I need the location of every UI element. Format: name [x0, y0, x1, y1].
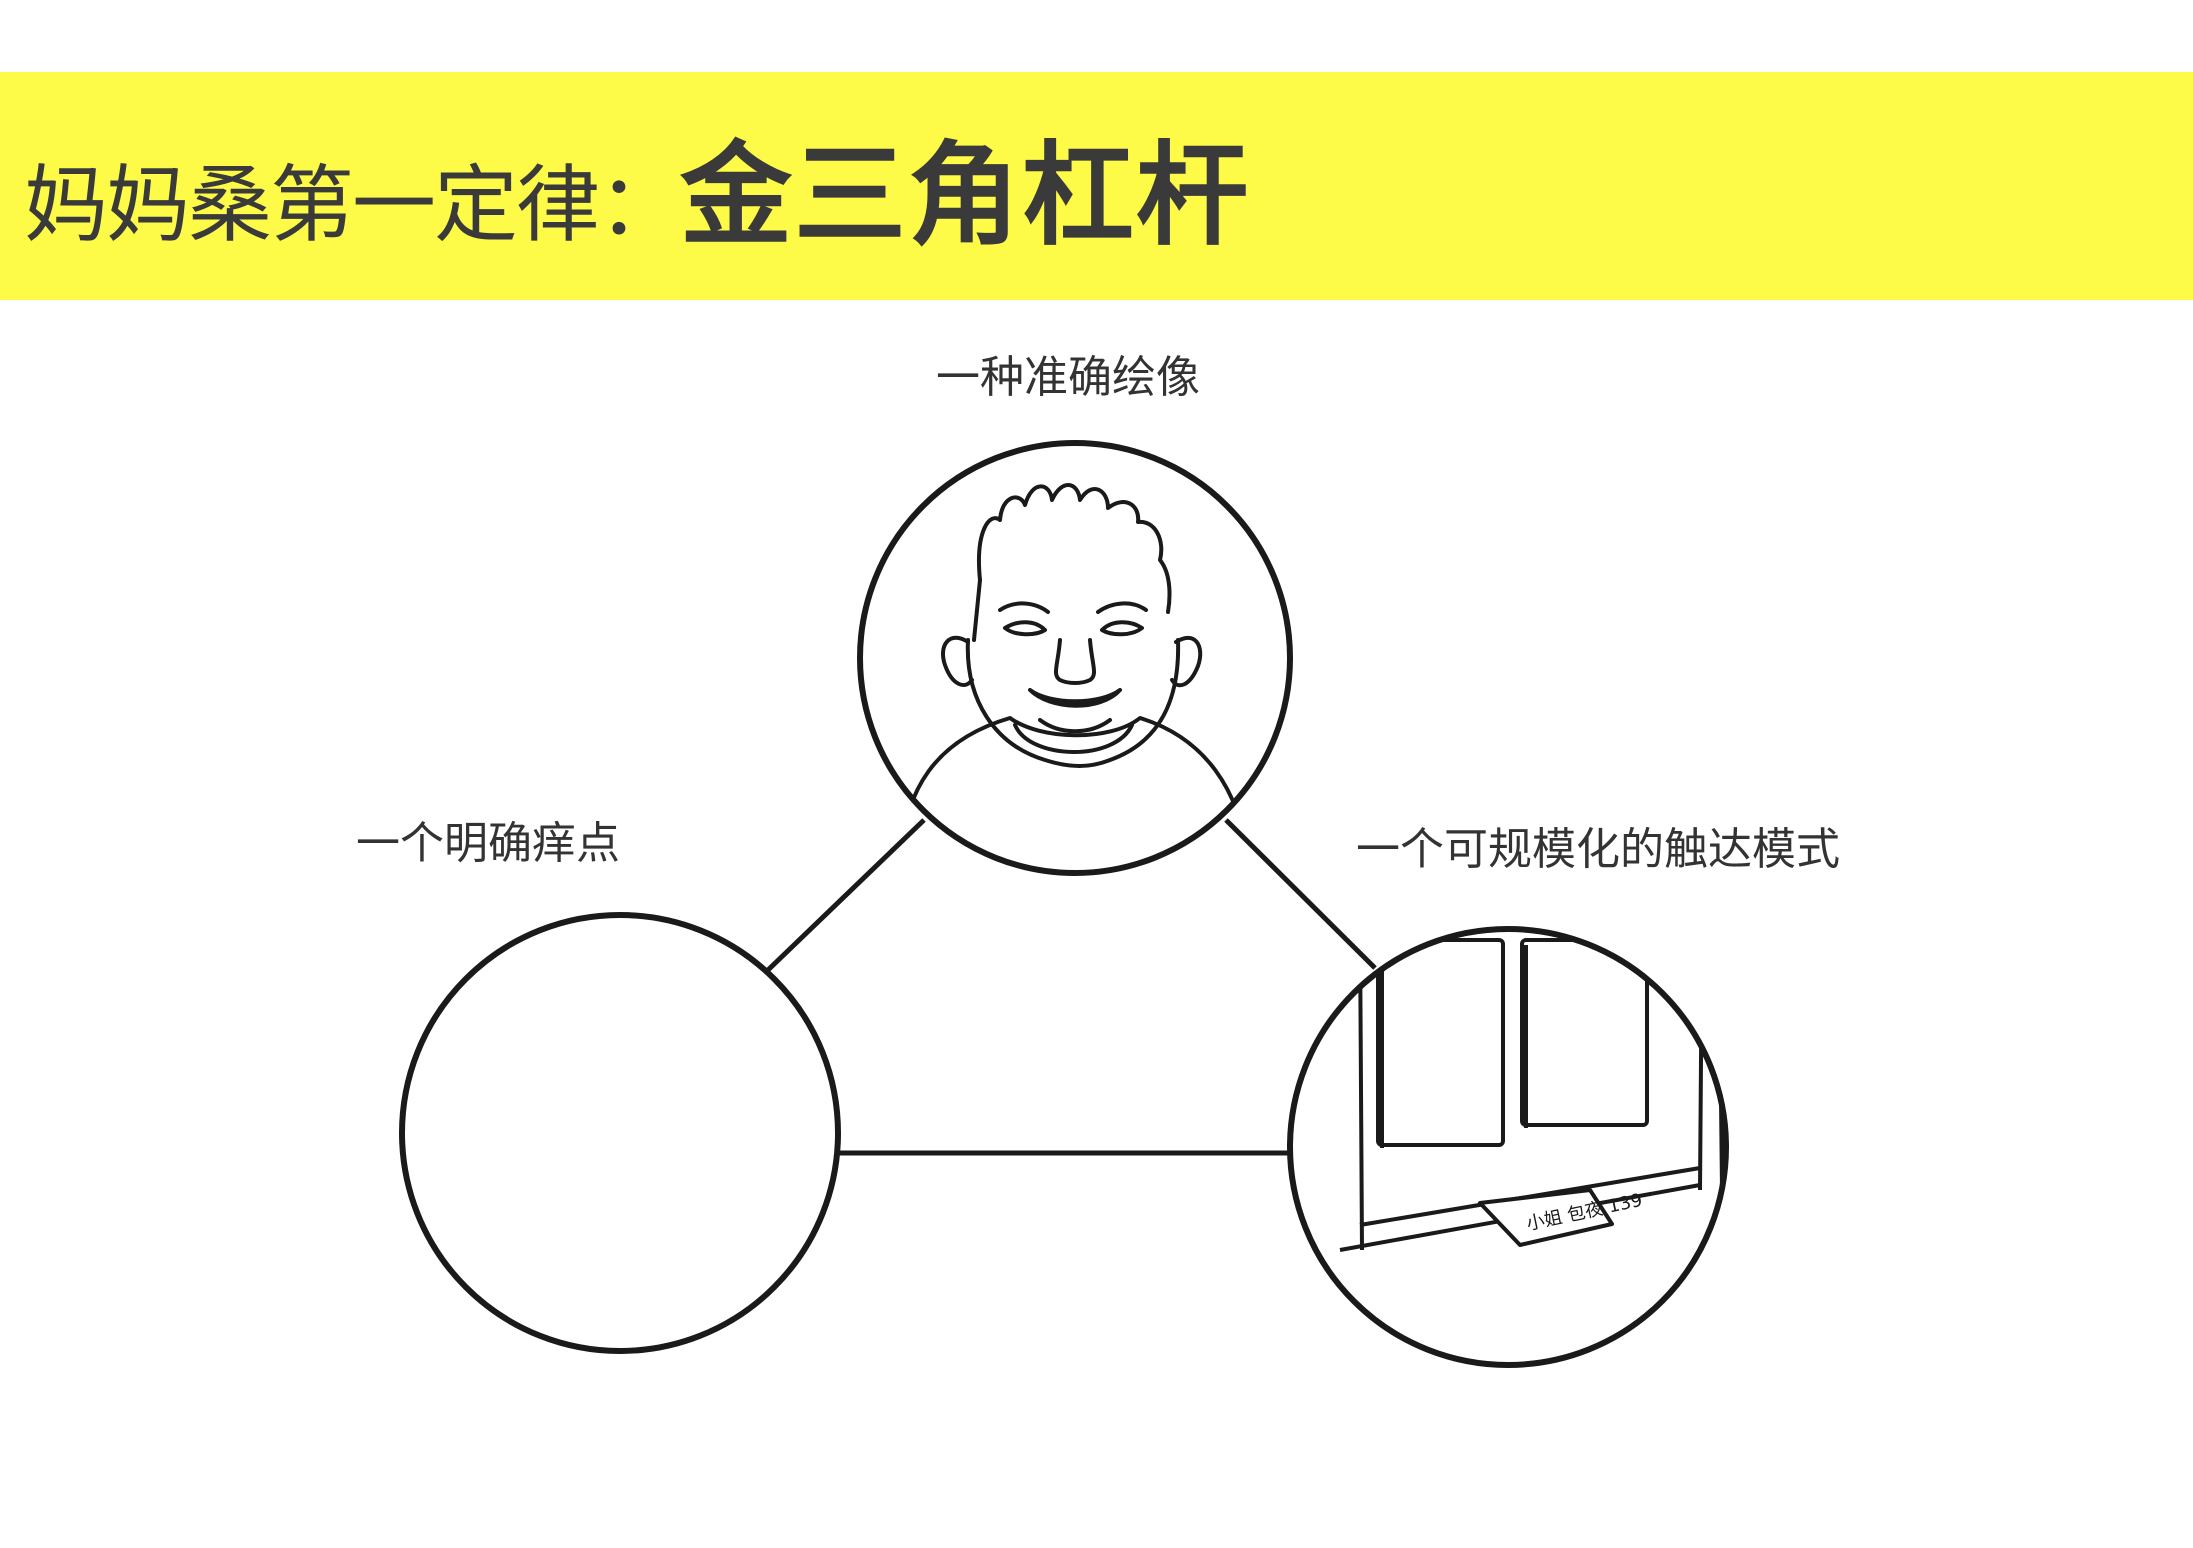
flyer: 小姐 包夜 139 — [1478, 1188, 1644, 1247]
title-banner — [0, 72, 2193, 300]
edge-top-right — [1224, 818, 1377, 970]
right-node: 小姐 包夜 139 — [1287, 926, 1729, 1368]
top-node — [857, 440, 1293, 876]
left-node — [399, 912, 841, 1354]
top-node-circle — [857, 440, 1293, 876]
left-node-label: 一个明确痒点 — [356, 818, 620, 869]
page-title: 妈妈桑第一定律：金三角杠杆 — [24, 140, 1250, 252]
man-portrait-icon — [898, 483, 1250, 862]
title-emphasis: 金三角杠杆 — [680, 131, 1251, 261]
door-panel-left — [1376, 938, 1505, 1147]
edge-top-left — [766, 818, 926, 972]
door-flyer-icon: 小姐 包夜 139 — [1339, 929, 1724, 1252]
top-node-label: 一种准确绘像 — [936, 352, 1200, 403]
title-prefix: 妈妈桑第一定律： — [24, 156, 682, 254]
right-node-label: 一个可规模化的触达模式 — [1356, 824, 1840, 875]
right-node-circle — [1287, 926, 1729, 1368]
left-node-circle — [399, 912, 841, 1354]
connector-lines — [766, 818, 1377, 1156]
